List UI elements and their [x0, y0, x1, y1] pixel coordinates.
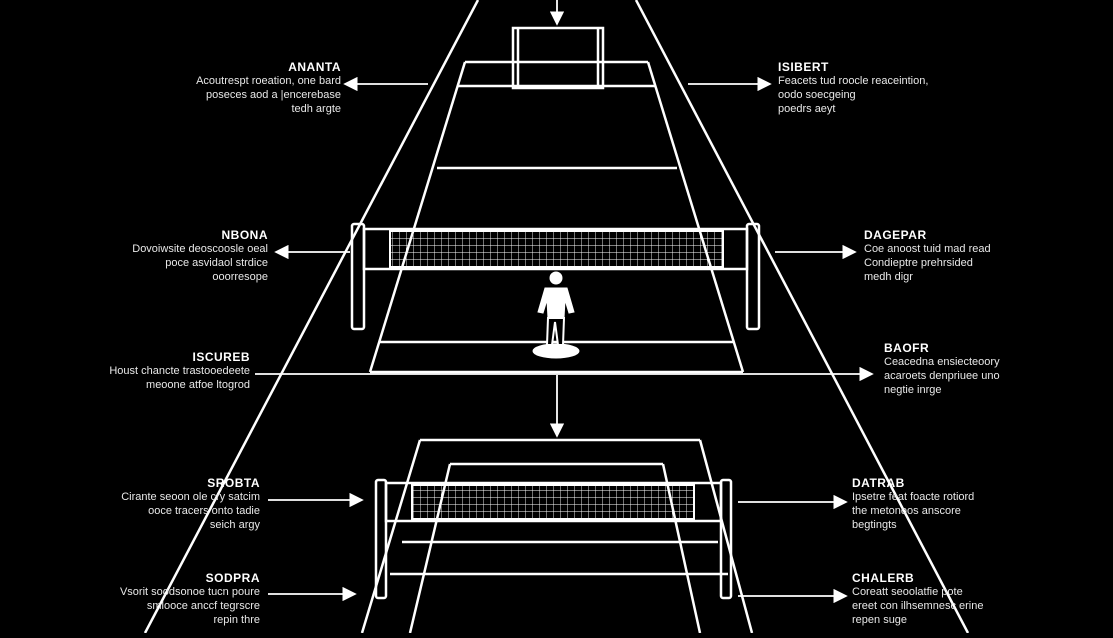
label-right-3-title: BAOFR	[884, 341, 930, 355]
player-figure	[532, 271, 580, 359]
label-right-2-title: DAGEPAR	[864, 228, 927, 242]
label-left-2-title: NBONA	[221, 228, 268, 242]
top-goal-frame	[511, 26, 605, 90]
label-right-1-body: Feacets tud roocle reaceintion, oodo soe…	[778, 75, 929, 115]
label-left-1-body: Acoutrespt roeation, one bard poseces ao…	[196, 75, 341, 115]
label-left-1: ANANTA Acoutrespt roeation, one bard pos…	[141, 60, 341, 116]
label-left-3-title: ISCUREB	[192, 350, 250, 364]
upper-court-right	[646, 61, 745, 373]
label-left-2-body: Dovoiwsite deoscoosle oeal poce asvidaol…	[132, 243, 268, 283]
label-right-5-title: CHALERB	[852, 571, 915, 585]
lower-net-mesh	[411, 484, 695, 520]
outer-left-line	[143, 0, 480, 634]
lower-court-left	[360, 439, 422, 634]
label-left-4-title: SROBTA	[207, 476, 260, 490]
label-right-2-body: Coe anoost tuid mad read Condieptre preh…	[864, 243, 991, 283]
label-right-3: BAOFR Ceacedna ensiecteoory acaroets den…	[884, 341, 1084, 397]
label-left-2: NBONA Dovoiwsite deoscoosle oeal poce as…	[68, 228, 268, 284]
label-right-1: ISIBERT Feacets tud roocle reaceintion, …	[778, 60, 978, 116]
label-left-4: SROBTA Cirante seoon ole cry satcim ooce…	[60, 476, 260, 532]
label-left-4-body: Cirante seoon ole cry satcim ooce tracer…	[121, 491, 260, 531]
upper-net-mesh	[389, 230, 724, 268]
label-right-2: DAGEPAR Coe anoost tuid mad read Condiep…	[864, 228, 1064, 284]
label-left-5: SODPRA Vsorit soodsonoe tucn poure smloo…	[60, 571, 260, 627]
label-right-4: DATRAB Ipsetre feat foacte rotiord the m…	[852, 476, 1052, 532]
lower-court-right	[698, 439, 754, 634]
upper-net-band	[362, 227, 749, 271]
label-right-1-title: ISIBERT	[778, 60, 829, 74]
label-right-4-title: DATRAB	[852, 476, 905, 490]
lower-net-post-right	[719, 478, 733, 600]
upper-net-post-left	[350, 222, 366, 331]
label-left-3-body: Houst chancte trastooedeete meoone atfoe…	[109, 365, 250, 391]
label-right-5: CHALERB Coreatt seoolatfie pote ereet co…	[852, 571, 1052, 627]
upper-court-left	[368, 61, 467, 373]
lower-net-post-left	[374, 478, 388, 600]
label-left-5-title: SODPRA	[205, 571, 260, 585]
label-left-5-body: Vsorit soodsonoe tucn poure smlooce ancc…	[119, 586, 260, 626]
label-right-4-body: Ipsetre feat foacte rotiord the metonoos…	[852, 491, 975, 531]
upper-net-post-right	[745, 222, 761, 331]
lower-net-band	[384, 481, 723, 523]
label-right-3-body: Ceacedna ensiecteoory acaroets denpriuee…	[884, 356, 1000, 396]
label-right-5-body: Coreatt seoolatfie pote ereet con ilhsem…	[852, 586, 984, 626]
outer-right-line	[634, 0, 970, 634]
label-left-3: ISCUREB Houst chancte trastooedeete meoo…	[30, 350, 250, 392]
label-left-1-title: ANANTA	[288, 60, 341, 74]
